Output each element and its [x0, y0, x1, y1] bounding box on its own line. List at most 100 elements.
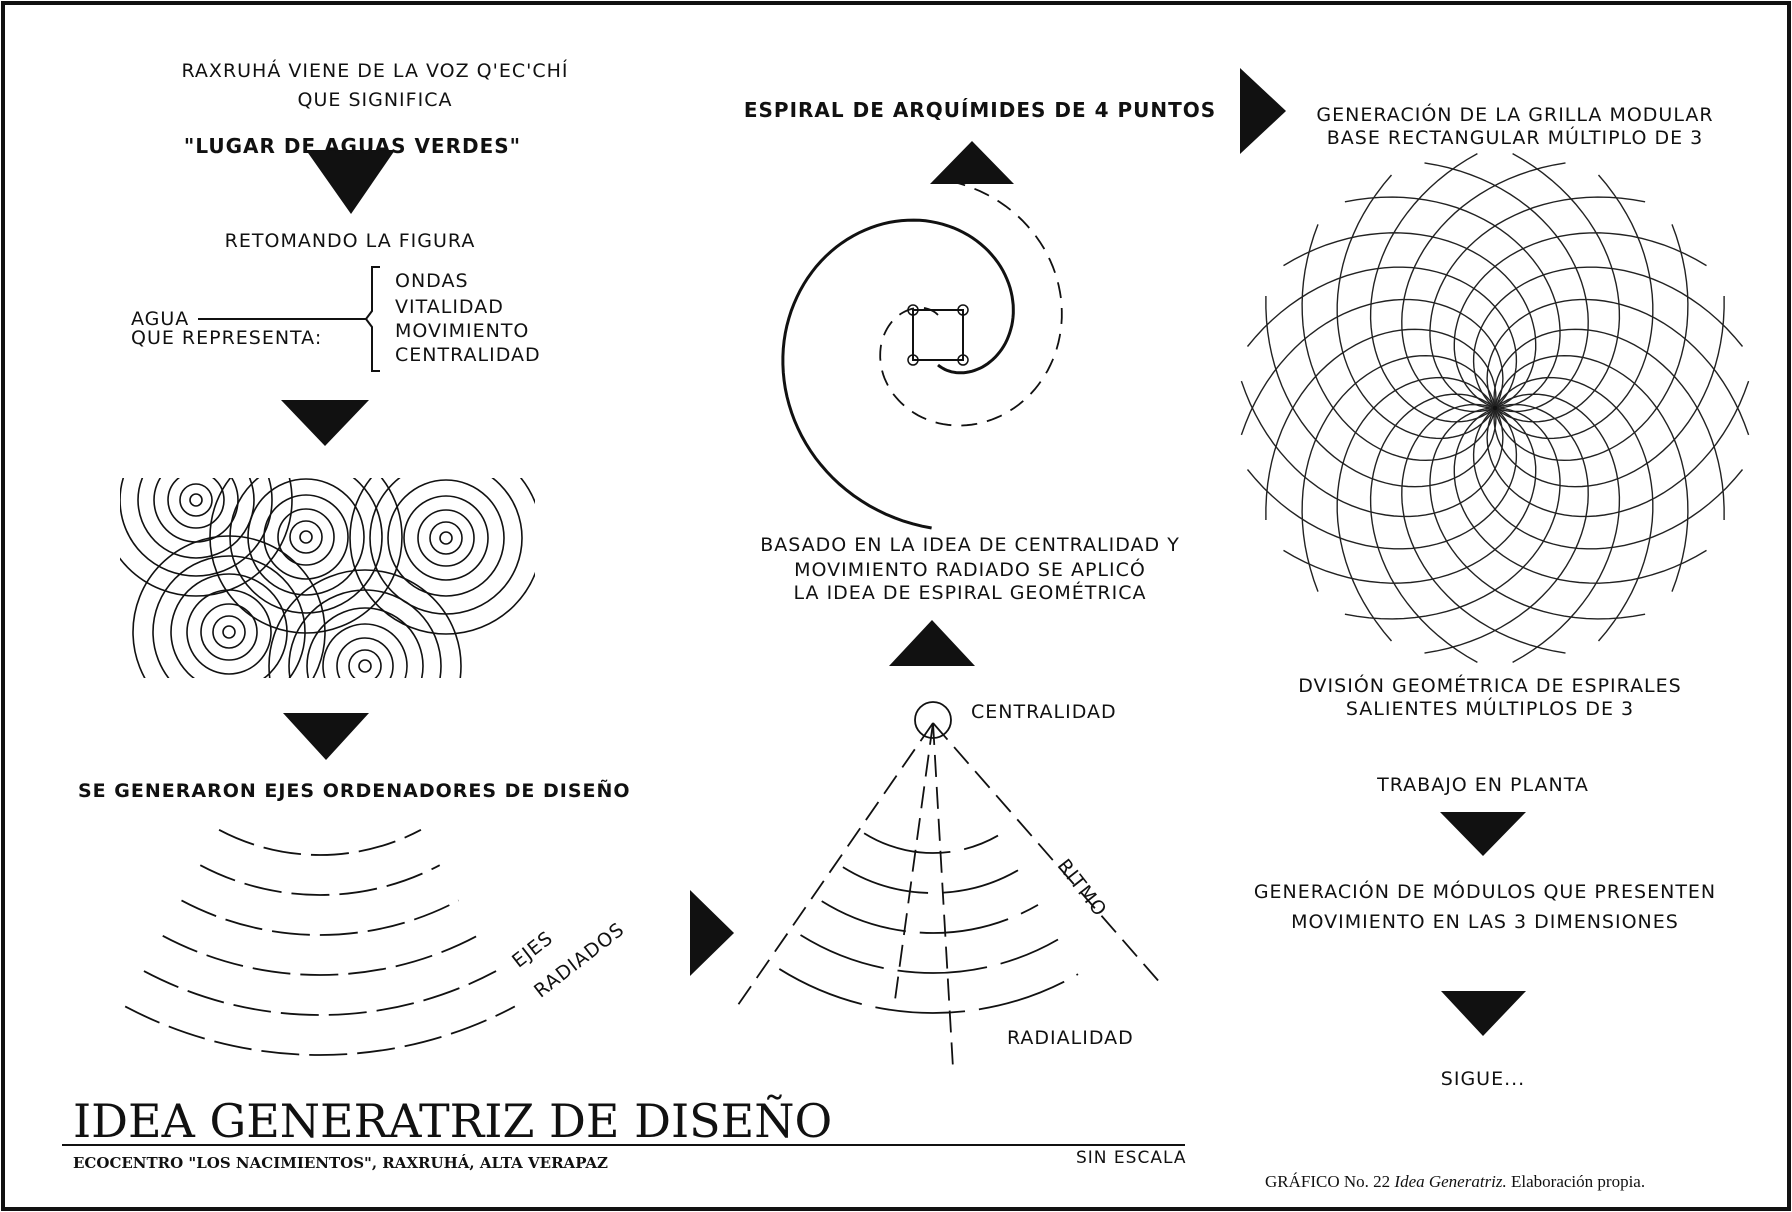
- retomando-label: RETOMANDO LA FIGURA: [224, 230, 476, 252]
- ripple-ring: [299, 530, 313, 544]
- grid-spiral-arm: [1344, 407, 1561, 620]
- page-subtitle: ECOCENTRO "LOS NACIMIENTOS", RAXRUHÁ, AL…: [73, 1154, 608, 1172]
- grid-spiral-arm: [1486, 380, 1750, 518]
- centralidad-label: CENTRALIDAD: [971, 701, 1117, 723]
- grid-spiral-arm: [1283, 407, 1537, 584]
- fan-ray: [737, 722, 934, 1006]
- division-line-1: DVISIÓN GEOMÉTRICA DE ESPIRALES: [1298, 675, 1682, 697]
- page-title: IDEA GENERATRIZ DE DISEÑO: [73, 1094, 833, 1148]
- radialidad-label: RADIALIDAD: [1007, 1027, 1134, 1049]
- credit-italic: Idea Generatriz.: [1394, 1172, 1507, 1191]
- grid-spiral-arm: [1494, 393, 1621, 664]
- grid-spiral-arm: [1369, 393, 1496, 664]
- arrow-down-4: [1440, 812, 1526, 856]
- grid-spiral-arm: [1265, 328, 1497, 520]
- ripple-ring: [429, 521, 463, 555]
- arrow-down-3: [283, 713, 369, 760]
- agua-label: AGUA: [131, 308, 190, 330]
- ripple-ring: [403, 495, 489, 581]
- ripple-ring: [349, 478, 535, 635]
- ripple-ring: [152, 555, 306, 678]
- grid-center-point: [1491, 404, 1499, 412]
- rhythm-arc: [863, 832, 999, 854]
- grid-spiral-arm: [1494, 152, 1621, 423]
- represents-item-movimiento: MOVIMIENTO: [395, 320, 530, 342]
- grid-spiral-arm: [1472, 266, 1744, 409]
- ripple-ring: [289, 520, 323, 554]
- ripple-ring: [189, 493, 203, 507]
- radial-axis-arc: [162, 934, 478, 976]
- grid-spiral-arm: [1369, 152, 1496, 423]
- arrow-up-1: [930, 141, 1014, 184]
- ripple-ring: [263, 494, 349, 580]
- rhythm-arc: [821, 900, 1039, 934]
- grid-spiral-arm: [1493, 328, 1725, 520]
- basado-line-3: LA IDEA DE ESPIRAL GEOMÉTRICA: [793, 582, 1147, 604]
- ripple-ring: [120, 478, 293, 597]
- grid-spiral-arm: [1336, 376, 1496, 642]
- water-ripples-drawing: [120, 478, 535, 678]
- radial-axis-arc: [199, 864, 441, 896]
- ripple-ring: [387, 479, 505, 597]
- arrow-right-1: [1240, 68, 1286, 154]
- ripple-ring: [212, 615, 246, 649]
- represents-item-vitalidad: VITALIDAD: [395, 296, 504, 318]
- arrow-down-5: [1441, 991, 1526, 1036]
- grilla-line-2: BASE RECTANGULAR MÚLTIPLO DE 3: [1326, 127, 1704, 149]
- grid-spiral-arm: [1344, 196, 1561, 409]
- grid-spiral-arm: [1472, 407, 1744, 550]
- represents-item-ondas: ONDAS: [395, 270, 469, 292]
- sigue-label: SIGUE...: [1440, 1068, 1526, 1090]
- arrow-up-2: [889, 620, 975, 666]
- grid-spiral-arm: [1453, 407, 1707, 584]
- ripple-ring: [336, 637, 394, 678]
- ejes-heading: SE GENERARON EJES ORDENADORES DE DISEÑO: [78, 780, 631, 802]
- figure-credit: GRÁFICO No. 22 Idea Generatriz. Elaborac…: [1265, 1172, 1645, 1192]
- radial-axis-arc: [143, 970, 497, 1016]
- grid-spiral-arm: [1494, 174, 1654, 440]
- division-line-2: SALIENTES MÚLTIPLOS DE 3: [1345, 698, 1635, 720]
- ripple-ring: [132, 535, 326, 678]
- grid-spiral-arm: [1424, 162, 1589, 413]
- modulos-line-2: MOVIMIENTO EN LAS 3 DIMENSIONES: [1291, 911, 1679, 933]
- ripple-ring: [179, 483, 213, 517]
- intro-line-1: RAXRUHÁ VIENE DE LA VOZ Q'EC'CHÍ: [181, 60, 569, 82]
- grid-spiral-arm: [1336, 174, 1496, 440]
- ripple-ring: [170, 573, 288, 678]
- arrow-down-2: [281, 400, 369, 446]
- grid-spiral-arm: [1429, 196, 1646, 409]
- grid-spiral-arm: [1283, 232, 1537, 409]
- ripple-ring: [322, 623, 408, 678]
- ripple-ring: [277, 508, 335, 566]
- spiral-grid-drawing: [1240, 152, 1750, 664]
- ripple-ring: [306, 607, 424, 678]
- fan-ray: [932, 722, 954, 1069]
- radial-axes-drawing: [124, 829, 516, 1056]
- basado-line-1: BASADO EN LA IDEA DE CENTRALIDAD Y: [760, 534, 1180, 556]
- ripple-ring: [268, 569, 462, 678]
- ripple-ring: [167, 478, 225, 529]
- trabajo-label: TRABAJO EN PLANTA: [1377, 774, 1589, 796]
- grid-spiral-arm: [1301, 354, 1496, 592]
- grid-spiral-arm: [1453, 232, 1707, 409]
- intro-line-2: QUE SIGNIFICA: [297, 89, 453, 111]
- fan-ray: [894, 722, 934, 1001]
- rhythm-arc: [800, 934, 1059, 974]
- ripple-ring: [209, 478, 403, 634]
- grid-spiral-arm: [1494, 376, 1654, 642]
- ripple-ring: [439, 531, 453, 545]
- centrality-fan-drawing: [737, 701, 1163, 1069]
- ripple-ring: [288, 589, 442, 678]
- radial-axis-arc: [218, 829, 422, 856]
- ripple-ring: [200, 603, 258, 661]
- radial-axis-arc: [181, 899, 459, 936]
- ripple-ring: [358, 659, 372, 673]
- ripple-ring: [417, 509, 475, 567]
- ripple-ring: [369, 478, 523, 615]
- archimedes-spiral-drawing: [781, 178, 1063, 530]
- radial-axis-arc: [124, 1005, 516, 1056]
- grid-spiral-arm: [1301, 224, 1496, 462]
- grid-spiral-arm: [1265, 296, 1497, 488]
